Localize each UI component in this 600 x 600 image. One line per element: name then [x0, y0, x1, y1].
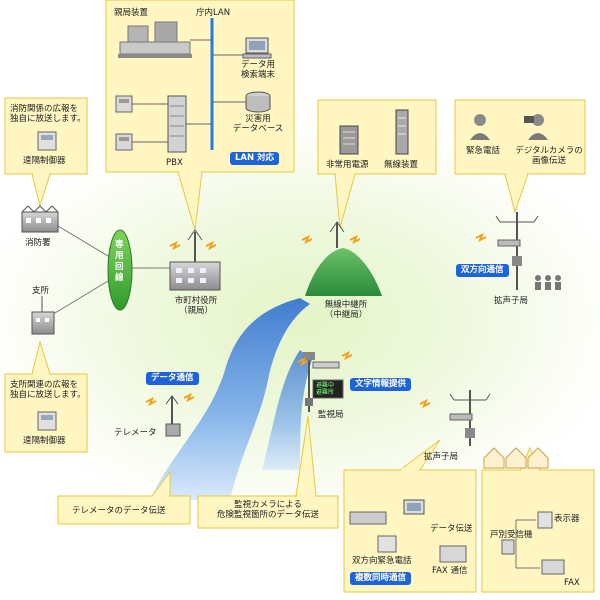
fax-label: FAX — [564, 578, 580, 588]
camera-icon — [524, 114, 548, 140]
relay-box — [317, 99, 437, 229]
remote-controller-icon — [37, 131, 57, 151]
monitor-station-icon — [303, 352, 344, 412]
telemeter-label: テレメータ — [114, 428, 157, 438]
display-device-icon — [537, 511, 553, 529]
data-transfer-label: データ伝送 — [430, 524, 473, 534]
data-terminal-icon — [403, 499, 425, 515]
dedicated-line-badge — [107, 229, 133, 311]
pbx-icon — [167, 95, 187, 153]
emergency-phone-label: 緊急電話 — [466, 146, 501, 156]
loudspeaker-pole-mid — [449, 390, 491, 446]
river-main — [150, 298, 310, 500]
river-branch — [262, 350, 312, 470]
camera-data-box — [197, 415, 339, 529]
dedicated-line-text: 専用回線 — [115, 240, 124, 283]
fax-comm-label: FAX 通信 — [432, 566, 468, 576]
relay-station-label: 無線中継所 （中継局） — [324, 300, 368, 320]
home-fax-icon — [541, 559, 565, 575]
two-way-phone-label: 双方向緊急電話 — [352, 556, 412, 566]
fire-station-icon — [21, 205, 59, 233]
two-way-badge: 双方向通信 — [456, 264, 509, 277]
radio-equipment-label: 無線装置 — [384, 160, 419, 170]
fax-device-icon — [349, 511, 387, 525]
loudspeaker-mid-label: 拡声子局 — [424, 452, 459, 462]
branch-label: 支所 — [32, 286, 50, 296]
emergency-phone-device-icon — [377, 535, 397, 553]
multi-comm-badge: 複数同時通信 — [350, 572, 412, 585]
host-unit-label: 親局装置 — [114, 8, 149, 18]
fire-station-label: 消防署 — [25, 238, 51, 248]
lan-label: 庁内LAN — [196, 8, 231, 18]
remote-controller-icon — [37, 411, 57, 431]
fax-machine-icon — [439, 545, 467, 563]
city-hall-icon — [169, 229, 221, 291]
fire-note-text: 消防関係の広報を 独自に放送します。 — [10, 104, 86, 124]
bottom-mid-box — [343, 439, 477, 593]
emergency-power-label: 非常用電源 — [326, 160, 369, 170]
radio-equipment-icon — [395, 109, 409, 155]
monitor-screen-text: 避難中 避難所 — [316, 382, 335, 396]
phone-unit-icon — [115, 133, 133, 151]
lan-support-badge: LAN 対応 — [230, 152, 280, 165]
phone-unit-icon — [115, 95, 133, 113]
host-unit-icon — [118, 21, 192, 58]
loudspeaker-pole-top — [495, 212, 539, 290]
disaster-db-label: 災害用 データベース — [232, 114, 284, 134]
radio-wave-marks — [145, 232, 487, 409]
text-info-badge: 文字情報提供 — [350, 378, 412, 391]
bottom-right-box — [481, 446, 595, 593]
loudspeaker-top-label: 拡声子局 — [494, 296, 529, 306]
pbx-label: PBX — [166, 158, 183, 168]
fire-line-link — [57, 225, 119, 263]
data-terminal-icon — [242, 37, 272, 59]
telemeter-data-label: テレメータのデータ伝送 — [72, 506, 166, 516]
display-label: 表示器 — [554, 514, 580, 524]
camera-data-label: 監視カメラによる 危険監視箇所のデータ伝送 — [216, 500, 319, 520]
data-terminal-label: データ用 検索端末 — [240, 60, 275, 80]
branch-note-controller-label: 遠隔制御器 — [23, 436, 66, 446]
emergency-phone-icon — [470, 114, 490, 140]
fire-note-controller-label: 遠隔制御器 — [23, 156, 66, 166]
home-receiver-icon — [501, 539, 515, 555]
emergency-power-icon — [339, 125, 359, 155]
branch-line-link — [49, 274, 119, 317]
data-comm-badge: データ通信 — [146, 372, 199, 385]
relay-mountain — [305, 221, 382, 296]
telemeter-icon — [165, 395, 181, 437]
telemeter-data-box — [57, 470, 191, 525]
camera-transfer-label: デジタルカメラの 画像伝送 — [515, 146, 583, 166]
city-hall-label: 市町村役所 （親局） — [174, 296, 218, 316]
monitor-station-label: 監視局 — [318, 410, 344, 420]
branch-office-icon — [31, 296, 55, 335]
database-icon — [245, 91, 271, 113]
branch-note-text: 支所関連の広報を 独自に放送します。 — [10, 380, 86, 400]
houses-icon — [483, 447, 549, 469]
receiver-label: 戸別受信機 — [490, 530, 533, 540]
people-icon — [535, 275, 561, 290]
